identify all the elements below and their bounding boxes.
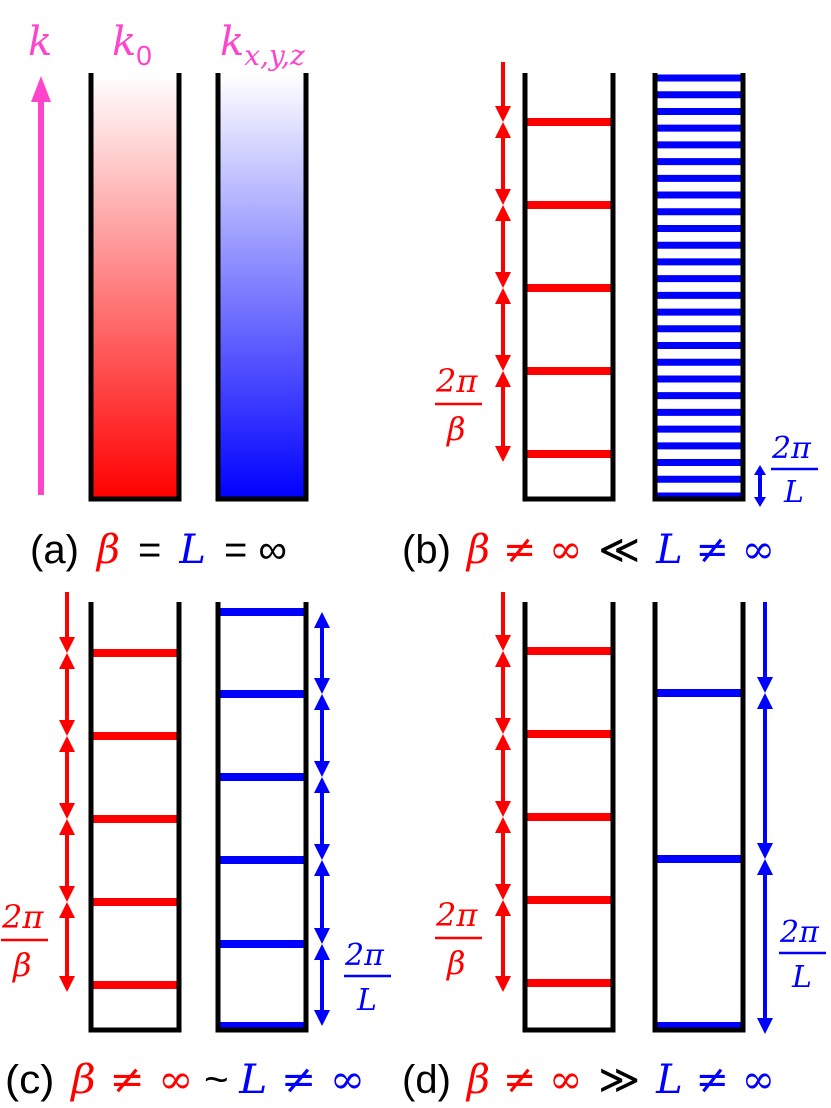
c-blue-arrow-seg-4-head-up — [314, 860, 330, 876]
b-L-frac-num: 2π — [771, 431, 812, 466]
d-blue-arrow-seg-2-head-down — [757, 843, 773, 859]
b-beta-frac-num: 2π — [435, 362, 478, 400]
b-red-arrow-seg-3-head-up — [495, 205, 511, 221]
caption-a: (a) β = L = ∞ — [30, 527, 287, 573]
c-beta-frac-den: β — [12, 946, 32, 984]
panel-d — [495, 592, 773, 1034]
c-red-arrow-seg-3-head-up — [59, 736, 75, 752]
c-blue-arrow-seg-2-head-up — [314, 694, 330, 710]
b-red-arrow-seg-2-head-down — [495, 189, 511, 205]
d-beta-frac-num: 2π — [435, 896, 478, 934]
k0-gradient-bar — [91, 75, 179, 499]
kxyz-label: kx,y,z — [220, 19, 305, 72]
c-red-arrow-seg-4-head-down — [59, 886, 75, 902]
caption-b: (b) β ≠ ∞ ≪ L ≠ ∞ — [402, 527, 775, 573]
b-red-arrow-seg-5-head-down — [495, 446, 511, 462]
panel-a: k k0 kx,y,z (a) β = L = ∞ — [28, 19, 309, 573]
b-red-arrow-seg-4-head-down — [495, 355, 511, 371]
k0-box-outline — [88, 73, 182, 502]
k-axis-arrowhead — [31, 76, 51, 102]
c-blue-arrow-seg-4-head-down — [314, 928, 330, 944]
c-blue-arrow-seg-2-head-down — [314, 761, 330, 777]
b-blue-arrow-head-up — [754, 465, 766, 475]
c-red-arrow-seg-2-head-up — [59, 653, 75, 669]
d-red-arrow-seg-5-head-down — [495, 976, 511, 992]
c-red-arrow-seg-5-head-up — [59, 902, 75, 918]
b-red-arrow-seg-1-head-down — [495, 106, 511, 122]
kxyz-gradient-bar — [218, 75, 306, 499]
d-red-arrow-seg-4-head-down — [495, 884, 511, 900]
c-red-arrow-seg-5-head-down — [59, 976, 75, 992]
b-L-frac-den: L — [783, 475, 804, 510]
b-red-arrow-seg-5-head-up — [495, 371, 511, 387]
caption-d: (d) β ≠ ∞ ≫ L ≠ ∞ — [402, 1057, 775, 1103]
d-red-arrow-seg-4-head-up — [495, 817, 511, 833]
c-left-box — [88, 602, 182, 1033]
d-L-frac-num: 2π — [779, 915, 820, 950]
kxyz-box-outline — [215, 73, 309, 502]
c-blue-arrow-seg-1-head-up — [314, 612, 330, 628]
d-red-arrow-seg-3-head-down — [495, 801, 511, 817]
d-beta-frac-den: β — [446, 944, 466, 982]
b-left-box — [522, 73, 616, 502]
d-red-arrow-seg-1-head-down — [495, 635, 511, 651]
b-beta-frac-den: β — [446, 410, 466, 448]
c-L-frac-den: L — [356, 983, 377, 1018]
b-red-arrow-seg-2-head-up — [495, 122, 511, 138]
k0-label: k0 — [112, 19, 152, 71]
panel-c — [59, 592, 330, 1033]
c-blue-arrow-seg-5-head-down — [314, 1010, 330, 1026]
d-red-arrow-seg-3-head-up — [495, 734, 511, 750]
d-blue-arrow-seg-2-head-up — [757, 693, 773, 709]
b-blue-arrow-head-down — [754, 497, 766, 507]
b-red-arrow-seg-4-head-up — [495, 288, 511, 304]
d-blue-arrow-seg-1-head-down — [757, 677, 773, 693]
d-red-arrow-seg-5-head-up — [495, 900, 511, 916]
c-L-frac-num: 2π — [344, 938, 385, 973]
d-red-arrow-seg-2-head-up — [495, 651, 511, 667]
c-red-arrow-seg-3-head-down — [59, 803, 75, 819]
b-right-box — [652, 73, 746, 502]
k-axis-label: k — [28, 19, 52, 65]
c-right-box — [215, 602, 309, 1033]
d-blue-arrow-seg-3-head-up — [757, 859, 773, 875]
c-red-arrow-seg-1-head-down — [59, 637, 75, 653]
d-left-box — [522, 602, 616, 1033]
d-red-arrow-seg-2-head-down — [495, 718, 511, 734]
d-right-box — [652, 602, 746, 1033]
panel-b — [495, 62, 766, 507]
d-blue-arrow-seg-3-head-down — [757, 1018, 773, 1034]
d-L-frac-den: L — [791, 960, 812, 995]
c-blue-arrow-seg-3-head-up — [314, 777, 330, 793]
c-beta-frac-num: 2π — [1, 898, 44, 936]
c-blue-arrow-seg-5-head-up — [314, 944, 330, 960]
c-red-arrow-seg-4-head-up — [59, 819, 75, 835]
c-blue-arrow-seg-3-head-down — [314, 844, 330, 860]
c-red-arrow-seg-2-head-down — [59, 720, 75, 736]
caption-c: (c) β ≠ ∞ ~ L ≠ ∞ — [5, 1057, 365, 1103]
b-red-arrow-seg-3-head-down — [495, 272, 511, 288]
fraction-labels: 2π β 2π L 2π β 2π L 2π β 2π L — [1, 362, 826, 1018]
c-blue-arrow-seg-1-head-down — [314, 678, 330, 694]
